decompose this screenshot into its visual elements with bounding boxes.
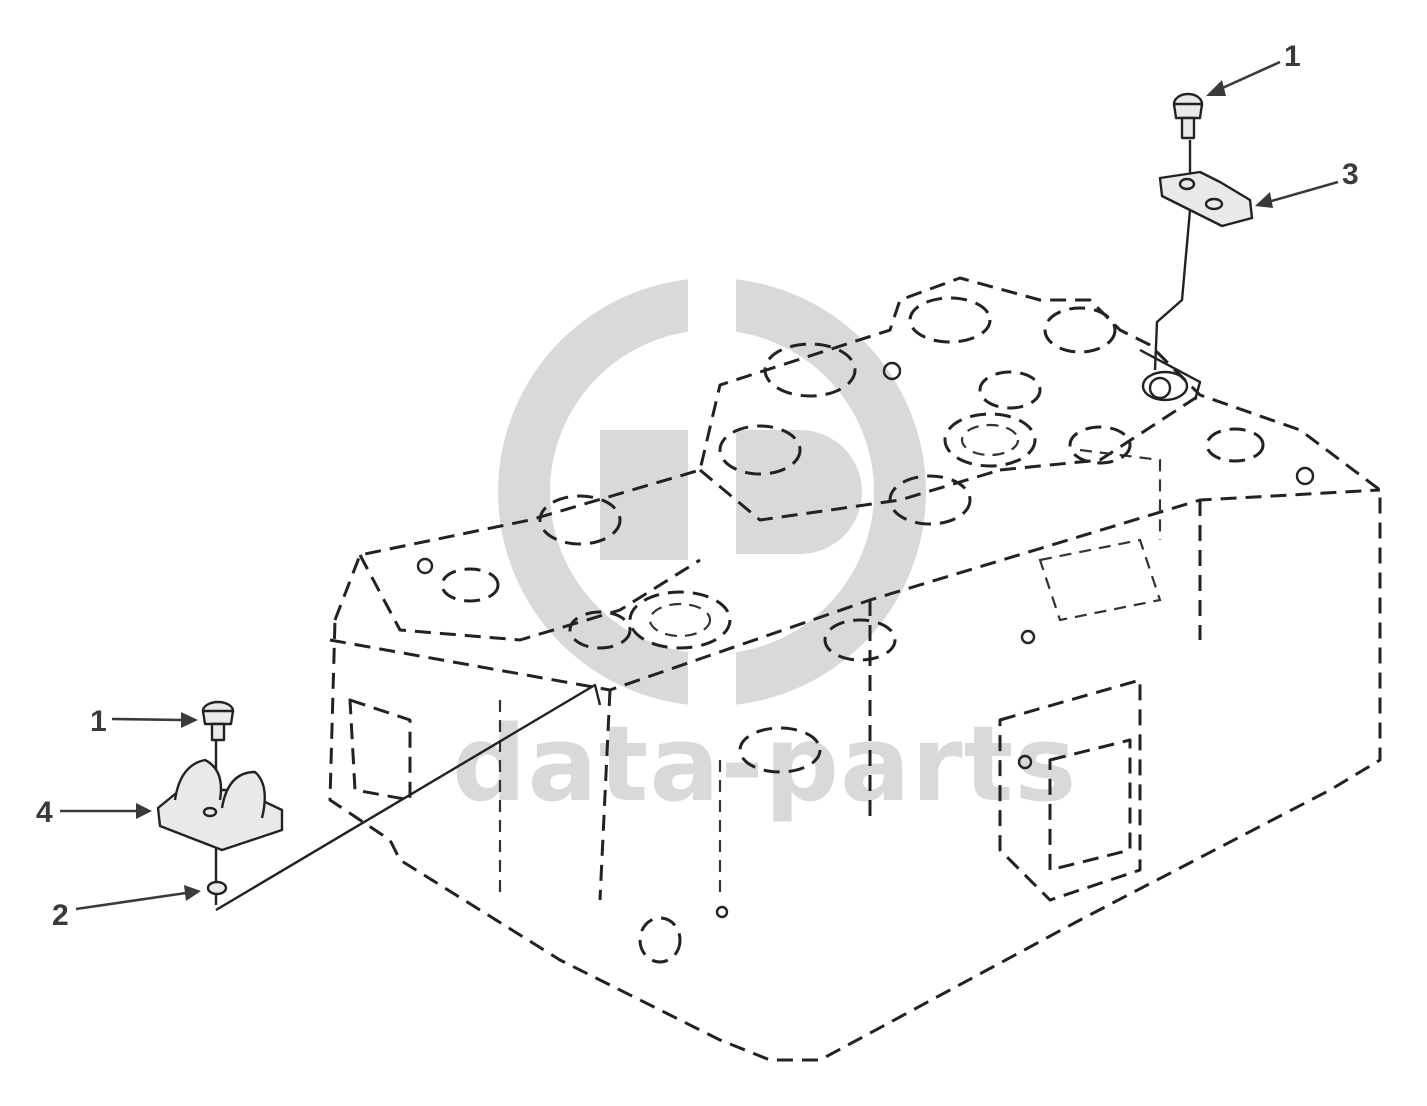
- watermark-logo-icon: [498, 270, 926, 720]
- cap-screw-part: [1172, 92, 1204, 140]
- callout-1-left: 1: [90, 705, 107, 738]
- callout-1-top: 1: [1284, 40, 1301, 73]
- lifting-bracket-assembly-right: [1139, 92, 1254, 401]
- lifting-eye-bracket-part: [156, 758, 284, 852]
- watermark-text: data-parts: [452, 703, 1077, 825]
- callout-2: 2: [52, 899, 69, 932]
- callout-3: 3: [1342, 158, 1359, 191]
- cylinder-head-outline: [328, 276, 1382, 1062]
- lifting-bracket-assembly-left: [156, 683, 602, 912]
- lifting-bracket-part: [1158, 170, 1254, 228]
- callout-4: 4: [36, 796, 53, 829]
- leader-arrows: [60, 60, 1339, 911]
- washer-part: [206, 880, 228, 896]
- cap-screw-part-left: [201, 700, 235, 742]
